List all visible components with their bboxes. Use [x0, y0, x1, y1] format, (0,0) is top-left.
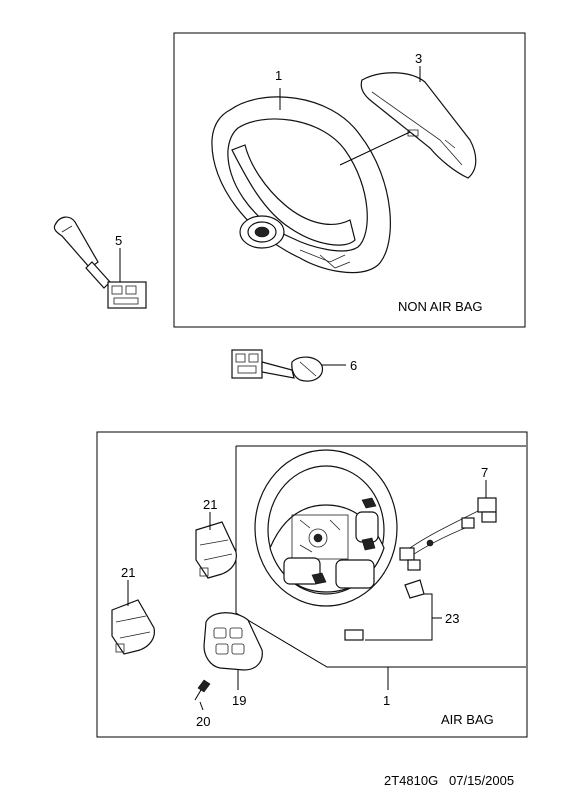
diagram-code: 2T4810G	[384, 773, 438, 788]
steering-wheel-airbag	[254, 449, 398, 607]
wiper-switch	[231, 349, 324, 382]
callout-5: 5	[115, 233, 122, 248]
non-air-bag-frame	[173, 32, 526, 328]
air-bag-outer-frame	[96, 431, 528, 738]
wire-harness	[399, 497, 497, 571]
caption-air-bag: AIR BAG	[441, 712, 494, 727]
turn-signal-switch	[53, 216, 147, 309]
callout-21-upper: 21	[203, 497, 217, 512]
callout-21-lower: 21	[121, 565, 135, 580]
callout-20: 20	[196, 714, 210, 729]
callout-6: 6	[350, 358, 357, 373]
callout-3: 3	[415, 51, 422, 66]
switch-cover-lower	[111, 599, 155, 655]
callout-23: 23	[445, 611, 459, 626]
callout-1-top: 1	[275, 68, 282, 83]
steering-wheel-non-airbag	[211, 96, 391, 274]
callout-1-bottom: 1	[383, 693, 390, 708]
caption-non-air-bag: NON AIR BAG	[398, 299, 483, 314]
air-bag-inner-frame	[235, 446, 526, 668]
horn-pad-cover	[360, 72, 477, 179]
switch-cover-upper	[195, 521, 237, 579]
callout-19: 19	[232, 693, 246, 708]
steering-control-switch	[203, 612, 263, 671]
diagram-date: 07/15/2005	[449, 773, 514, 788]
screw	[194, 679, 211, 701]
callout-7: 7	[481, 465, 488, 480]
